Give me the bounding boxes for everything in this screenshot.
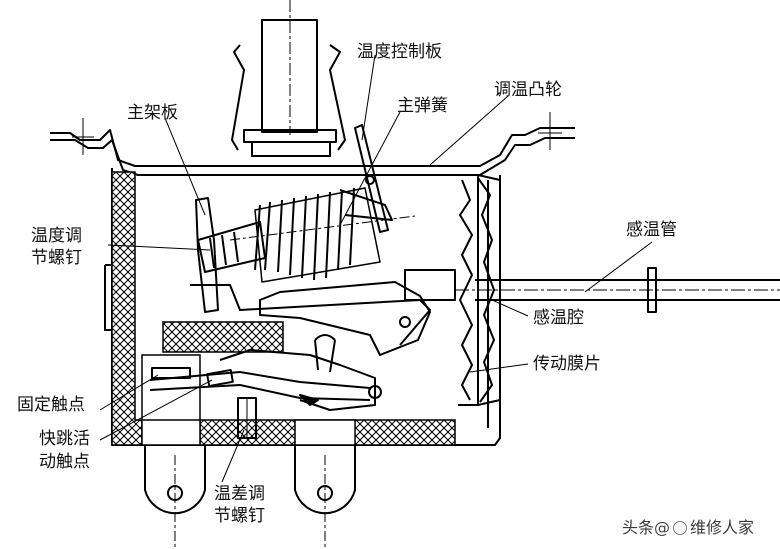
watermark-prefix: 头条 (622, 518, 655, 537)
leader-temp-screw (107, 244, 211, 251)
label-diff-adjust-screw-1: 温差调 (214, 484, 265, 504)
watermark-logo-icon (673, 521, 688, 535)
housing-left-lug (104, 264, 112, 331)
label-fixed-contact: 固定触点 (17, 395, 85, 415)
leader-temp-control-plate (361, 54, 376, 141)
label-temp-cam: 调温凸轮 (494, 80, 562, 100)
label-main-spring: 主弹簧 (397, 96, 448, 116)
watermark: 头条@ 维修人家 (622, 514, 754, 538)
shaft-base (251, 141, 331, 157)
leader-diff-screw (221, 429, 245, 483)
label-temp-control-plate: 温度控制板 (357, 42, 442, 62)
label-snap-contact-2: 动触点 (39, 452, 90, 472)
lever-arm (259, 281, 431, 356)
leader-main-frame (164, 117, 206, 216)
label-diff-adjust-screw-2: 节螺钉 (214, 506, 265, 526)
fixed-contact-point (151, 367, 191, 379)
sensing-tube-ring (647, 267, 657, 313)
label-main-frame: 主架板 (127, 103, 178, 123)
cam-shaft (261, 19, 318, 133)
sensing-chamber-wall (477, 174, 501, 406)
snap-arrow (299, 394, 319, 406)
terminal-right-block (294, 419, 356, 446)
temp-control-pivot (365, 175, 375, 185)
lever-slider (404, 269, 456, 301)
terminal-left-block (141, 419, 201, 446)
temp-control-plate-bar (354, 124, 389, 233)
housing-top-lid (50, 127, 575, 167)
housing-top-lid-inner (50, 137, 575, 176)
movable-blade-2 (149, 384, 371, 401)
watermark-name: 维修人家 (690, 518, 755, 537)
label-temp-adjust-screw-1: 温度调 (31, 226, 82, 246)
temp-control-plate-end (339, 189, 393, 221)
label-sensing-tube: 感温管 (626, 220, 677, 240)
snap-spring (219, 349, 376, 411)
leader-snap-contact (99, 379, 213, 441)
insulating-base-left (111, 171, 456, 446)
leader-diaphragm (469, 363, 529, 373)
leader-sensing-chamber (491, 299, 529, 317)
transmission-diaphragm (459, 179, 473, 401)
main-frame-plate (195, 197, 219, 313)
shaft-clip-left (231, 44, 245, 151)
lever-pivot (399, 316, 411, 328)
watermark-at: @ (654, 518, 671, 537)
snap-loop (314, 334, 336, 373)
label-temp-adjust-screw-2: 节螺钉 (31, 248, 82, 268)
label-snap-contact-1: 快跳活 (39, 429, 90, 449)
movable-contact-point (206, 369, 234, 387)
movable-blade (149, 371, 371, 389)
leader-fixed-contact (99, 374, 159, 411)
label-sensing-chamber: 感温腔 (533, 308, 584, 328)
main-spring-body (254, 187, 381, 283)
shaft-clip-right (329, 44, 346, 151)
contact-block (162, 321, 284, 353)
main-frame-bracket (190, 284, 431, 346)
leader-main-spring (339, 111, 401, 226)
temp-screw-thread (209, 231, 239, 269)
snap-rivet (368, 385, 382, 399)
leader-sensing-tube (584, 241, 653, 293)
label-transmission-diaphragm: 传动膜片 (533, 354, 601, 374)
main-spring (254, 187, 355, 281)
leader-temp-cam (429, 95, 509, 166)
